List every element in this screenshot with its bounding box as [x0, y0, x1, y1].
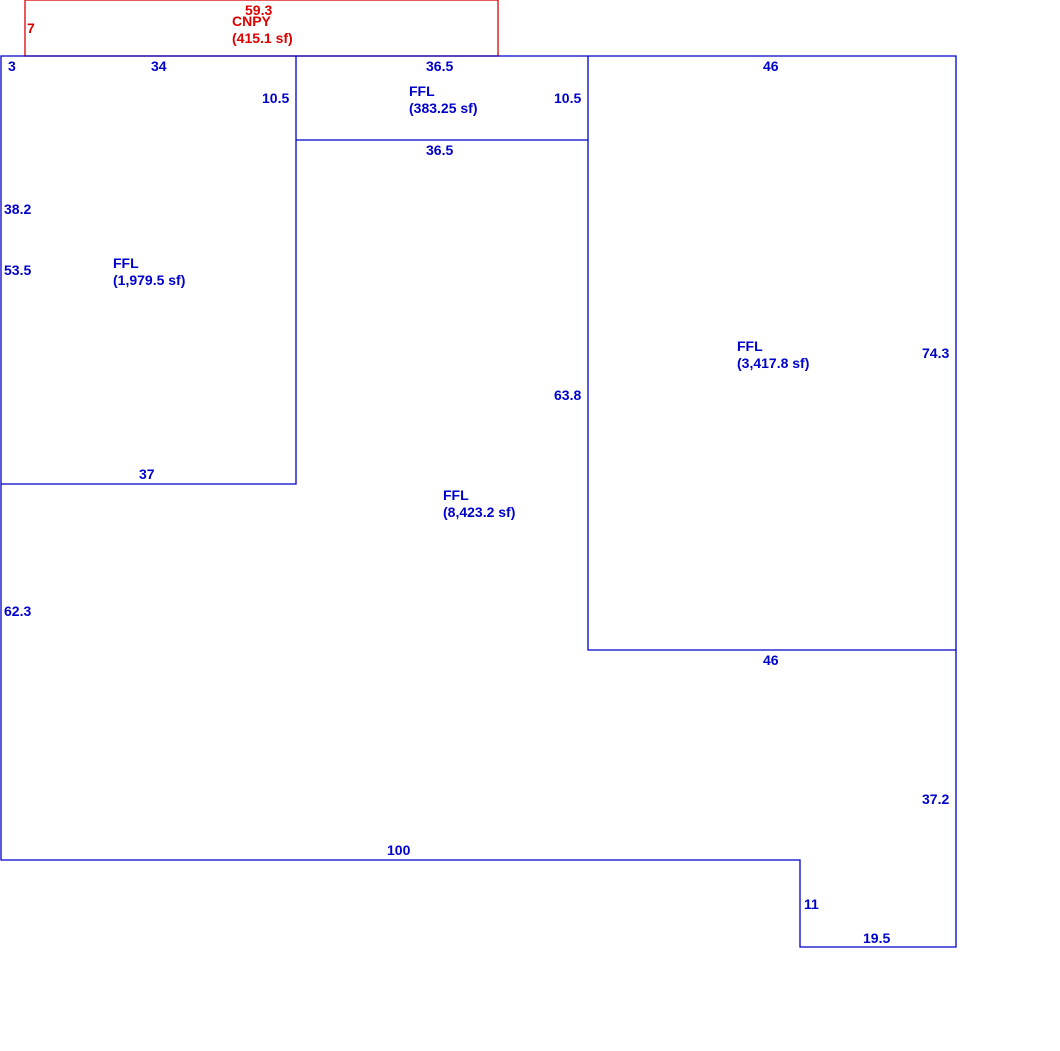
main-left-side-dim: 62.3	[4, 603, 31, 619]
north-top-dim: 36.5	[426, 58, 453, 74]
east-room-outline	[587, 56, 956, 651]
east-area-code: FFL	[737, 338, 763, 354]
west-room-outline	[1, 56, 297, 485]
canopy-area-code: CNPY	[232, 13, 272, 29]
east-inner-side-dim: 63.8	[554, 387, 581, 403]
main-bottom-dim: 100	[387, 842, 411, 858]
east-side-dim: 74.3	[922, 345, 949, 361]
notch-bottom-dim: 19.5	[863, 930, 890, 946]
west-offset-dim: 3	[8, 58, 16, 74]
north-bottom-dim: 36.5	[426, 142, 453, 158]
building-outline	[0, 55, 957, 948]
main-area-code: FFL	[443, 487, 469, 503]
canopy-depth-dim: 7	[27, 20, 35, 36]
west-inner-side-dim: 10.5	[262, 90, 289, 106]
canopy-area-value: (415.1 sf)	[232, 30, 293, 46]
east-area-value: (3,417.8 sf)	[737, 355, 809, 371]
west-area-value: (1,979.5 sf)	[113, 272, 185, 288]
notch-side-dim: 11	[804, 896, 819, 912]
west-bottom-dim: 37	[139, 466, 155, 482]
main-area-value: (8,423.2 sf)	[443, 504, 515, 520]
west-area-code: FFL	[113, 255, 139, 271]
north-right-side-dim: 10.5	[554, 90, 581, 106]
north-area-value: (383.25 sf)	[409, 100, 477, 116]
east-top-dim: 46	[763, 58, 779, 74]
main-right-lower-dim: 37.2	[922, 791, 949, 807]
west-top-dim: 34	[151, 58, 167, 74]
east-bottom-dim: 46	[763, 652, 779, 668]
canopy-width-dim: 59.3	[245, 2, 272, 18]
north-area-code: FFL	[409, 83, 435, 99]
west-side-b-dim: 53.5	[4, 262, 31, 278]
west-side-a-dim: 38.2	[4, 201, 31, 217]
